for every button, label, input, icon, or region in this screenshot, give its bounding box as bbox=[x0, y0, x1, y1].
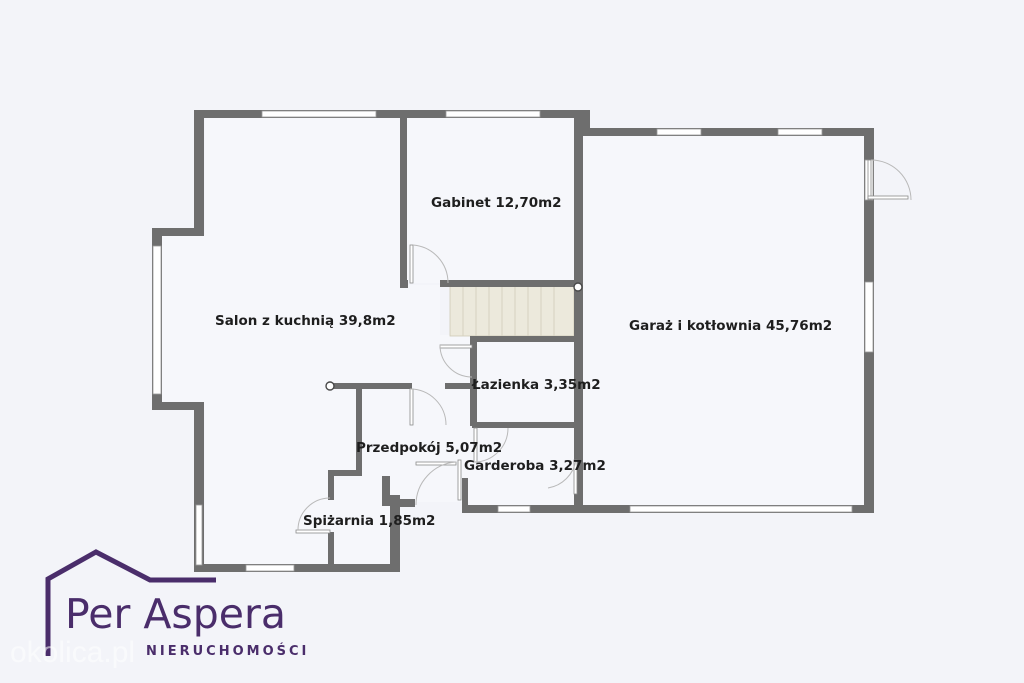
interior-walls bbox=[328, 118, 583, 572]
doors bbox=[295, 159, 912, 534]
floor-area bbox=[162, 118, 865, 565]
column-marker bbox=[573, 282, 583, 292]
house-roof-icon bbox=[45, 549, 216, 656]
stairs bbox=[449, 285, 575, 337]
room-label-salon: Salon z kuchnią 39,8m2 bbox=[215, 313, 396, 329]
brand-name: Per Aspera bbox=[65, 590, 286, 638]
column-marker bbox=[325, 381, 335, 391]
watermark: okolica.pl bbox=[10, 636, 135, 669]
brand-logo: Per Aspera NIERUCHOMOŚCI bbox=[45, 549, 309, 659]
room-label-spizarnia: Spiżarnia 1,85m2 bbox=[303, 513, 435, 529]
room-label-garderoba: Garderoba 3,27m2 bbox=[464, 458, 606, 474]
brand-subtitle: NIERUCHOMOŚCI bbox=[146, 643, 309, 659]
room-label-garaz: Garaż i kotłownia 45,76m2 bbox=[629, 318, 832, 334]
room-label-gabinet: Gabinet 12,70m2 bbox=[431, 195, 562, 211]
room-label-lazienka: Łazienka 3,35m2 bbox=[471, 377, 601, 393]
room-label-przedpokoj: Przedpokój 5,07m2 bbox=[356, 440, 502, 456]
